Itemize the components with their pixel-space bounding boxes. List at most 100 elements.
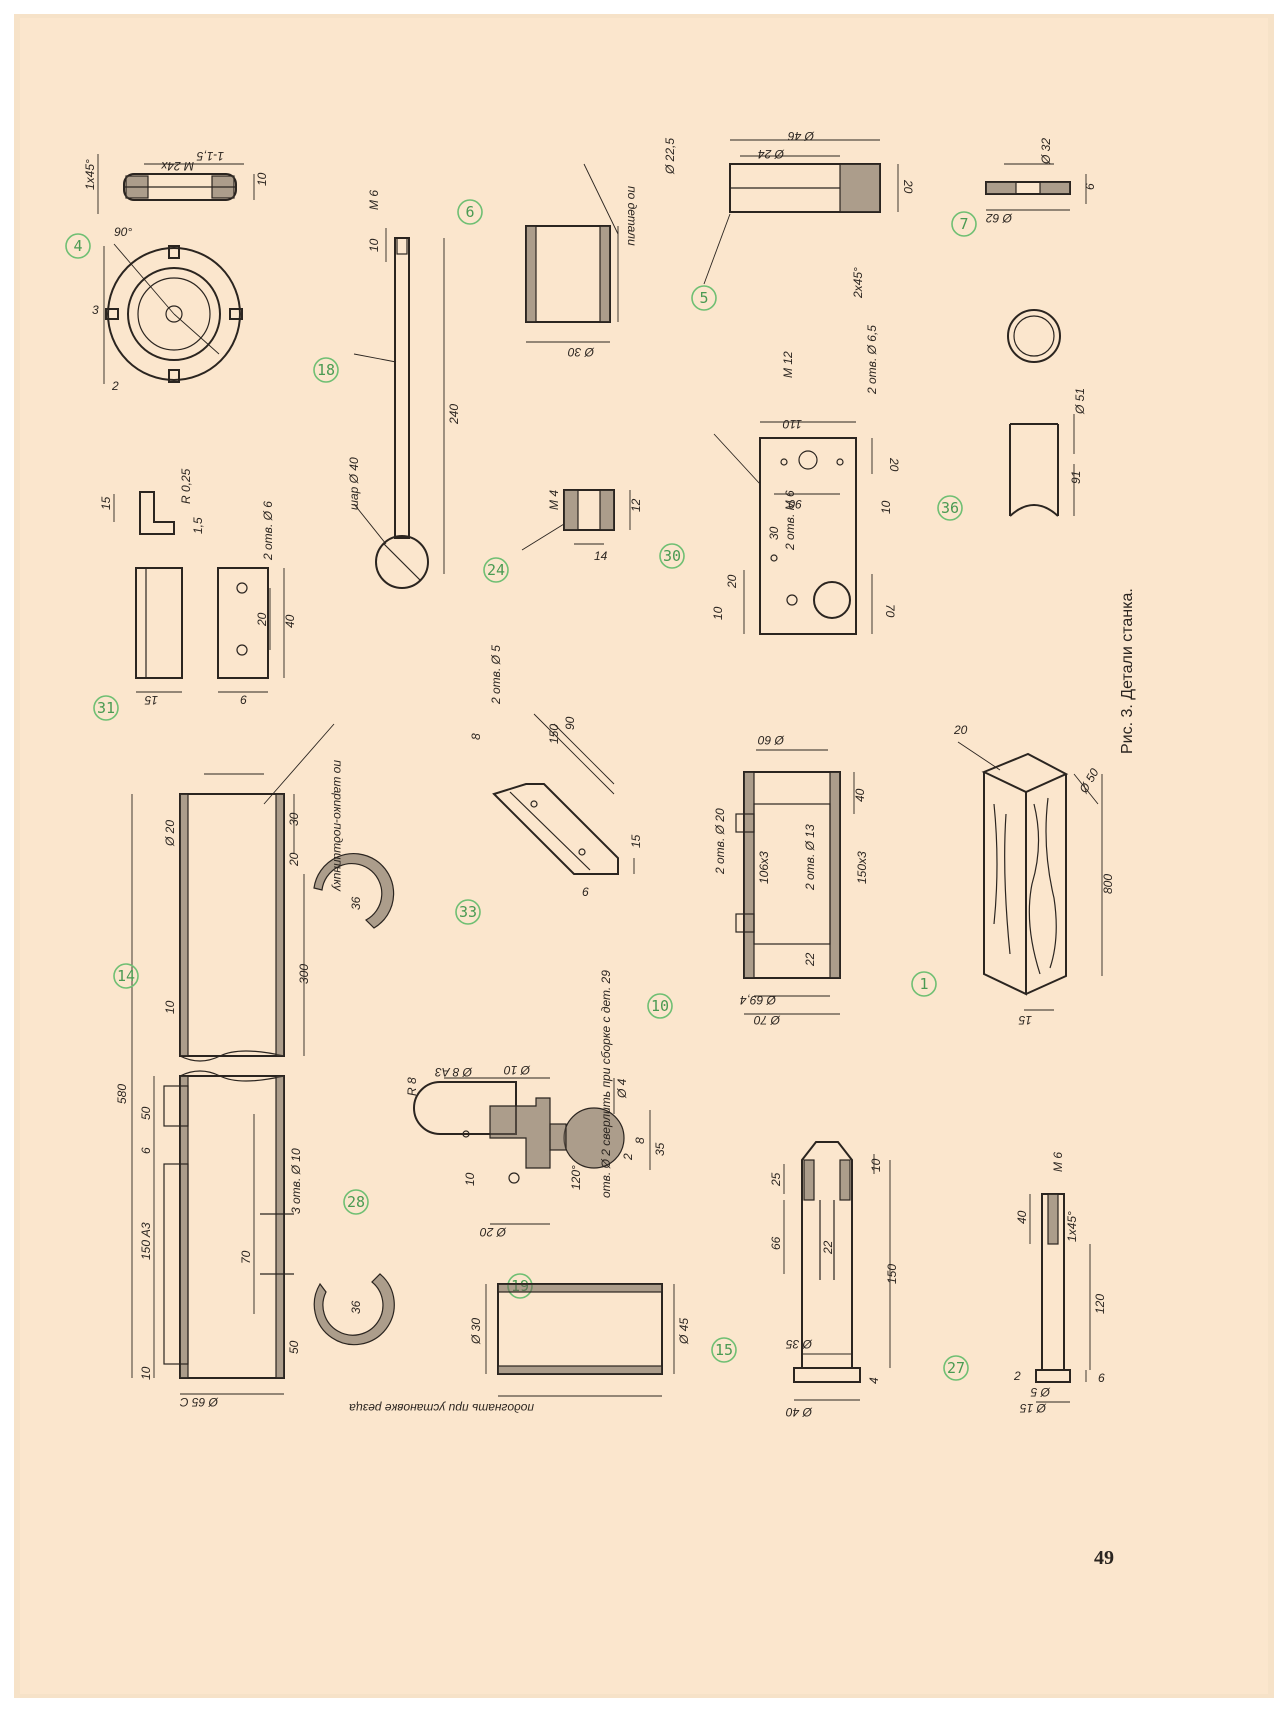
part-31-number-badge: 31 [93, 695, 119, 721]
part-28-dim-slot: 50 [139, 1106, 153, 1120]
part-5-dim-outer: Ø 46 [788, 129, 815, 143]
part-10-dim-fit: Ø 69,4 [740, 993, 777, 1007]
svg-text:10: 10 [651, 997, 669, 1015]
part-31-dim-thickness: 1,5 [191, 517, 205, 534]
part-14-dim-bore: Ø 20 [163, 820, 177, 847]
part-30-dim-right: 10 [879, 500, 893, 514]
part-15-sleeve-drawing: Ø 30 Ø 45 подогнать при установке резца [349, 1283, 691, 1415]
part-18-dim-thread: M 6 [367, 190, 381, 210]
part-7-dim-outer: Ø 62 [986, 211, 1013, 225]
svg-text:7: 7 [959, 215, 968, 233]
part-30-dim-thread-holes: 2 отв. M 6 [783, 490, 797, 551]
svg-text:18: 18 [317, 361, 335, 379]
part-1-dim-depth: 15 [1018, 1013, 1032, 1027]
part-15-holder-drawing: 25 10 66 22 150 Ø 35 Ø 40 4 [769, 1141, 899, 1419]
part-15b-dim-slot: 22 [821, 1240, 835, 1255]
part-4-dim-chamfer: 1x45° [83, 159, 97, 190]
part-14-number-badge: 14 [113, 963, 139, 989]
part-24-nut-drawing: M 4 12 14 [521, 489, 643, 563]
part-24-number-badge: 24 [483, 557, 509, 583]
part-15-note-fit: подогнать при установке резца [349, 1401, 534, 1415]
part-36-dim-length: 91 [1069, 471, 1083, 484]
part-15-dim-inner: Ø 30 [469, 1318, 483, 1345]
part-10-number-badge: 10 [647, 993, 673, 1019]
part-1-number-badge: 1 [911, 971, 937, 997]
part-24-dim-thread: M 4 [547, 490, 561, 510]
svg-text:1: 1 [919, 975, 928, 993]
part-30-dim-width: 110 [783, 417, 802, 431]
part-19-dim-height: 35 [653, 1142, 667, 1156]
part-15b-dim-flange: Ø 40 [786, 1405, 813, 1419]
part-27-dim-length: 120 [1093, 1294, 1107, 1314]
part-6-sleeve-drawing: по детали Ø 30 [525, 163, 639, 359]
page-number: 49 [1094, 1547, 1114, 1569]
part-30-number-badge: 30 [659, 543, 685, 569]
part-5-dim-length: 20 [901, 179, 915, 194]
part-10-dim-holes-b: 2 отв. Ø 13 [803, 824, 817, 891]
paper-background [20, 18, 1268, 1694]
part-14-dim-total: 580 [115, 1084, 129, 1104]
part-5-number-badge: 5 [691, 285, 717, 311]
part-36-pipe-drawing: Ø 51 91 [1007, 309, 1087, 517]
svg-text:14: 14 [117, 967, 135, 985]
part-4-dim-angle: 90° [114, 225, 132, 239]
part-14-dim-ring: 36 [349, 896, 363, 910]
part-18-dim-ball: шар Ø 40 [347, 457, 361, 510]
part-14-dim-length: 300 [297, 964, 311, 984]
part-31-dim-offset: 6 [240, 693, 247, 707]
part-19-dim-base: 10 [463, 1172, 477, 1186]
part-19-clamp-drawing: R 8 Ø 8 A3 Ø 10 Ø 4 8 2 35 120° 10 Ø 20 … [405, 970, 667, 1239]
part-15b-dim-length: 150 [885, 1264, 899, 1284]
part-33-dim-flange: 8 [469, 733, 483, 740]
part-7-washer-drawing: Ø 32 Ø 62 6 [985, 138, 1097, 225]
part-31-dim-height: 15 [99, 496, 113, 510]
part-30-dim-offset: 30 [767, 526, 781, 540]
part-6-note: по детали [625, 186, 639, 246]
part-31-dim-pitch: 20 [255, 612, 269, 627]
part-33-dim-pitch: 90 [563, 716, 577, 730]
part-27-dim-diameter: Ø 15 [1020, 1401, 1047, 1415]
part-7-dim-thickness: 6 [1083, 183, 1097, 190]
part-28-dim-pitch: 70 [239, 1250, 253, 1264]
part-31-bracket-drawing: R 0,25 15 1,5 2 отв. Ø 6 20 40 15 6 [99, 468, 297, 707]
part-24-dim-width: 14 [594, 549, 608, 563]
part-28-dim-outer: Ø 65 C [180, 1395, 219, 1409]
part-4-dim-slot: 3 [92, 303, 99, 317]
part-14-dim-top: 30 [287, 812, 301, 826]
part-4-ring-nut-drawing: 1x45° M 24x 1-1,5 10 90° 3 2 [83, 149, 269, 393]
svg-text:15: 15 [715, 1341, 733, 1359]
part-33-number-badge: 33 [455, 899, 481, 925]
part-5-dim-inner: Ø 24 [758, 147, 785, 161]
part-5-bushing-drawing: Ø 46 Ø 22,5 Ø 24 20 2x45° [663, 129, 915, 299]
part-19-dim-small-hole: Ø 4 [615, 1078, 629, 1099]
part-28-number-badge: 28 [343, 1189, 369, 1215]
part-10-dim-thread-b: 150x3 [855, 851, 869, 884]
svg-text:36: 36 [941, 499, 959, 517]
part-28-dim-holes: 3 отв. Ø 10 [289, 1148, 303, 1214]
part-27-dim-head: 2 [1013, 1369, 1021, 1383]
part-15b-dim-top: 10 [869, 1158, 883, 1172]
part-33-dim-thickness: 6 [582, 885, 589, 899]
part-15b-dim-shank: Ø 35 [786, 1337, 813, 1351]
part-5-dim-chamfer: 2x45° [851, 267, 865, 299]
part-14-note-bearing: по шарико-подшипнику [331, 760, 345, 892]
part-7-dim-inner: Ø 32 [1039, 138, 1053, 165]
part-31-dim-width: 15 [144, 693, 158, 707]
part-27-dim-head-h: 6 [1098, 1371, 1105, 1385]
part-14-dim-step: 20 [287, 852, 301, 867]
part-4-dim-thread: M 24x [160, 159, 194, 173]
part-19-dim-offset: 8 [633, 1137, 647, 1144]
part-10-dim-outer: Ø 70 [754, 1013, 781, 1027]
part-19-dim-width: Ø 20 [480, 1225, 507, 1239]
technical-drawing: 1x45° M 24x 1-1,5 10 90° 3 2 4 M 6 10 24… [20, 18, 1268, 1694]
part-10-dim-inner: Ø 60 [758, 733, 785, 747]
part-30-dim-circle: 70 [883, 604, 897, 618]
part-28-dim-end: 50 [287, 1340, 301, 1354]
svg-text:28: 28 [347, 1193, 365, 1211]
svg-text:4: 4 [73, 237, 82, 255]
part-10-dim-bottom: 22 [803, 952, 817, 967]
part-30-dim-thread: M 12 [781, 351, 795, 378]
svg-text:31: 31 [97, 699, 115, 717]
part-30-dim-pitch: 90 [788, 497, 802, 511]
part-7-number-badge: 7 [951, 211, 977, 237]
